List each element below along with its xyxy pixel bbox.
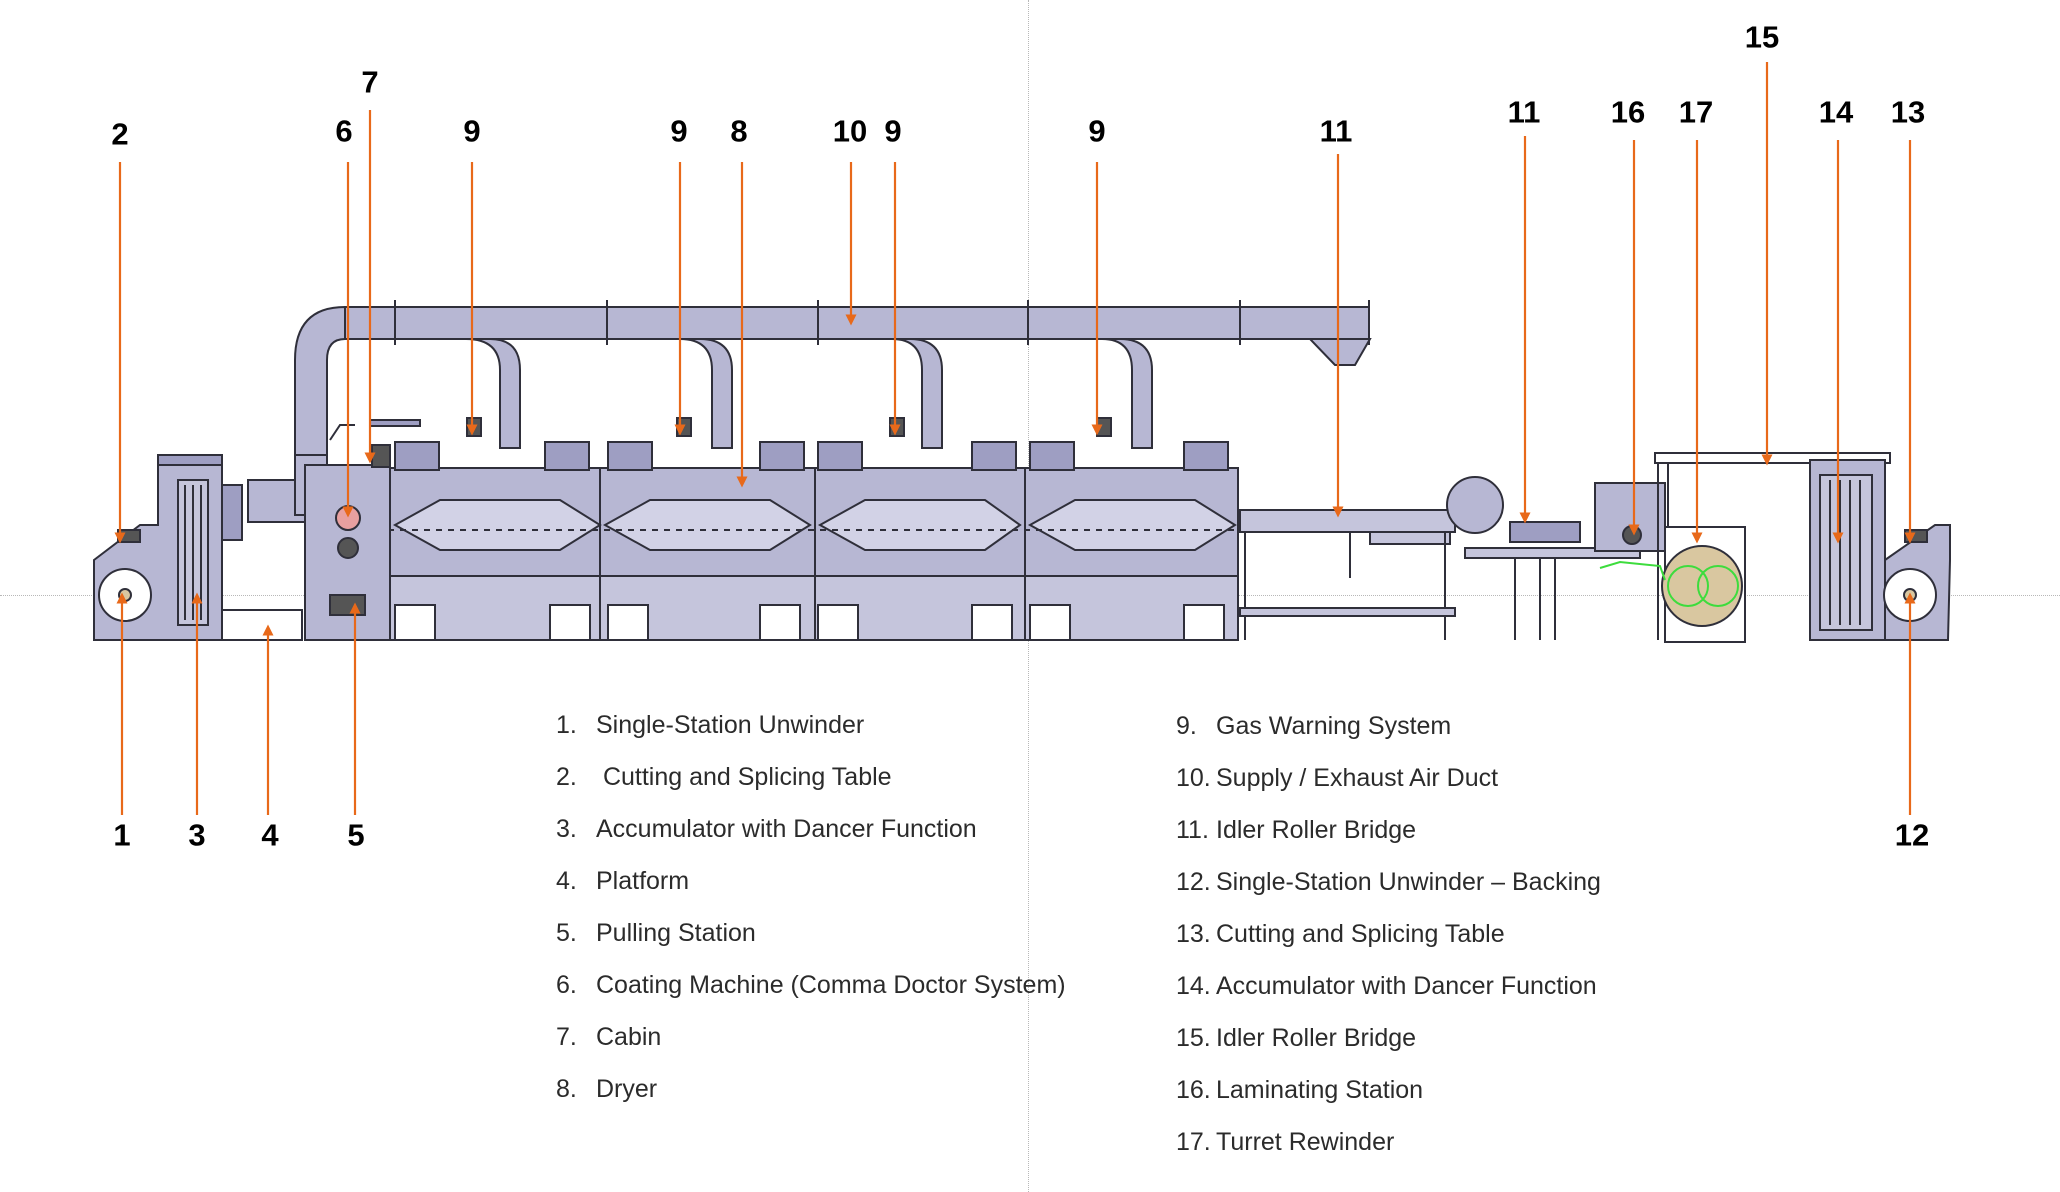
legend-label: Laminating Station xyxy=(1216,1076,1424,1104)
legend-item: 3. Accumulator with Dancer Function xyxy=(556,817,977,842)
legend-number: 6. xyxy=(556,971,577,999)
callout-10: 10 xyxy=(832,113,868,149)
legend-label: Accumulator with Dancer Function xyxy=(1216,972,1597,1000)
legend-item: 8. Dryer xyxy=(556,1077,657,1102)
callout-15: 15 xyxy=(1744,19,1780,55)
legend-number: 9. xyxy=(1176,712,1197,740)
legend-item: 6. Coating Machine (Comma Doctor System) xyxy=(556,973,1066,998)
legend-number: 8. xyxy=(556,1075,577,1103)
legend-label: Accumulator with Dancer Function xyxy=(596,815,977,843)
legend-number: 17. xyxy=(1176,1128,1211,1156)
callout-1: 1 xyxy=(113,817,131,853)
legend-label: Idler Roller Bridge xyxy=(1216,1024,1417,1052)
callout-7: 7 xyxy=(361,64,379,100)
legend-item: 17.Turret Rewinder xyxy=(1176,1130,1394,1155)
legend-number: 1. xyxy=(556,711,577,739)
legend-label: Supply / Exhaust Air Duct xyxy=(1216,764,1499,792)
right-unwinder xyxy=(1809,459,1951,641)
legend-number: 4. xyxy=(556,867,577,895)
legend-label: Gas Warning System xyxy=(1216,712,1452,740)
legend-label: Cutting and Splicing Table xyxy=(596,763,892,791)
legend-item: 4. Platform xyxy=(556,869,689,894)
laminating-station xyxy=(1594,452,1891,643)
legend-label: Idler Roller Bridge xyxy=(1216,816,1417,844)
dryer xyxy=(387,417,1239,641)
legend-number: 2. xyxy=(556,763,577,791)
legend-number: 12. xyxy=(1176,868,1211,896)
callout-11: 11 xyxy=(1319,113,1353,149)
legend-item: 10.Supply / Exhaust Air Duct xyxy=(1176,766,1498,791)
legend-item: 15.Idler Roller Bridge xyxy=(1176,1026,1416,1051)
legend-number: 16. xyxy=(1176,1076,1211,1104)
legend-label: Turret Rewinder xyxy=(1216,1128,1395,1156)
legend-label: Cabin xyxy=(596,1023,662,1051)
legend-number: 7. xyxy=(556,1023,577,1051)
legend-number: 13. xyxy=(1176,920,1211,948)
callout-9: 9 xyxy=(463,113,481,149)
callout-3: 3 xyxy=(188,817,206,853)
legend-item: 1. Single-Station Unwinder xyxy=(556,713,864,738)
legend-item: 12.Single-Station Unwinder – Backing xyxy=(1176,870,1601,895)
legend-item: 5. Pulling Station xyxy=(556,921,756,946)
callout-16: 16 xyxy=(1610,94,1646,130)
idler-bridge-left xyxy=(1239,476,1641,640)
legend-number: 5. xyxy=(556,919,577,947)
callout-8: 8 xyxy=(730,113,748,149)
callout-11: 11 xyxy=(1507,94,1541,130)
legend-item: 11.Idler Roller Bridge xyxy=(1176,818,1416,843)
legend-label: Platform xyxy=(596,867,690,895)
callout-17: 17 xyxy=(1678,94,1714,130)
legend-number: 15. xyxy=(1176,1024,1211,1052)
callout-9: 9 xyxy=(670,113,688,149)
legend-number: 11. xyxy=(1176,816,1209,844)
callout-4: 4 xyxy=(261,817,279,853)
legend-number: 10. xyxy=(1176,764,1211,792)
callout-9: 9 xyxy=(884,113,902,149)
callout-13: 13 xyxy=(1890,94,1926,130)
legend-number: 3. xyxy=(556,815,577,843)
leader-lines xyxy=(114,62,1916,815)
legend-item: 7. Cabin xyxy=(556,1025,661,1050)
legend-item: 9. Gas Warning System xyxy=(1176,714,1451,739)
callout-2: 2 xyxy=(111,116,129,152)
legend-item: 2. Cutting and Splicing Table xyxy=(556,765,892,790)
legend-item: 13.Cutting and Splicing Table xyxy=(1176,922,1505,947)
legend-label: Pulling Station xyxy=(596,919,756,947)
callout-9: 9 xyxy=(1088,113,1106,149)
legend-label: Single-Station Unwinder – Backing xyxy=(1216,868,1601,896)
callout-5: 5 xyxy=(347,817,365,853)
legend-label: Cutting and Splicing Table xyxy=(1216,920,1505,948)
legend-item: 16.Laminating Station xyxy=(1176,1078,1423,1103)
legend-number: 14. xyxy=(1176,972,1211,1000)
callout-14: 14 xyxy=(1818,94,1854,130)
callout-6: 6 xyxy=(335,113,353,149)
legend-label: Single-Station Unwinder xyxy=(596,711,865,739)
callout-12: 12 xyxy=(1894,817,1930,853)
legend-label: Dryer xyxy=(596,1075,658,1103)
legend-label: Coating Machine (Comma Doctor System) xyxy=(596,971,1066,999)
legend-item: 14.Accumulator with Dancer Function xyxy=(1176,974,1597,999)
